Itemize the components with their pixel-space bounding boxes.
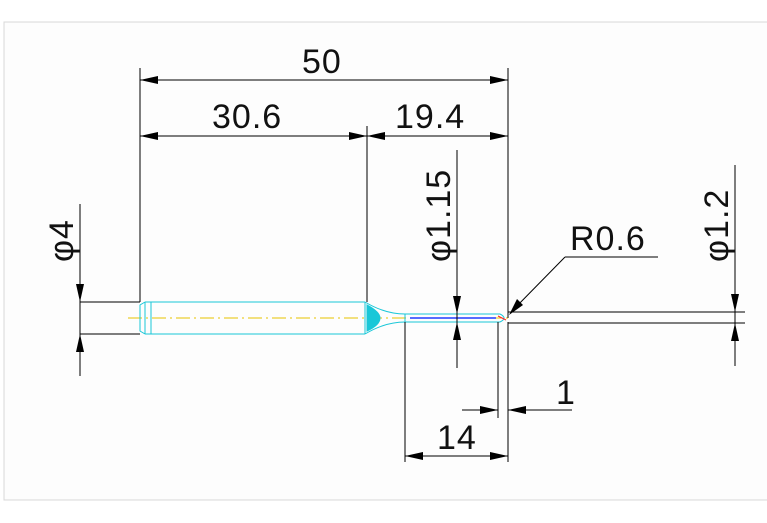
tool-neck (404, 313, 500, 323)
tool-transition (364, 301, 406, 335)
dim-shank-length: 30.6 (212, 98, 282, 136)
dimensions (76, 68, 745, 462)
dim-overall-length: 50 (302, 43, 342, 81)
dim-flute-length: 14 (437, 419, 477, 457)
dim-tip-length: 1 (556, 374, 576, 412)
dim-neck-diameter: φ1.15 (420, 169, 458, 262)
tool-transition-hatch (366, 304, 381, 332)
drawing-frame (3, 21, 767, 501)
dim-shank-diameter: φ4 (43, 219, 81, 262)
dim-ball-radius: R0.6 (570, 220, 646, 258)
tool-shank (139, 301, 365, 335)
tool-body (128, 301, 508, 335)
tool-tip-mark (497, 315, 507, 321)
dim-ball-diameter: φ1.2 (698, 189, 736, 262)
dim-neck-length: 19.4 (395, 98, 465, 136)
tool-ball-tip (499, 313, 505, 323)
